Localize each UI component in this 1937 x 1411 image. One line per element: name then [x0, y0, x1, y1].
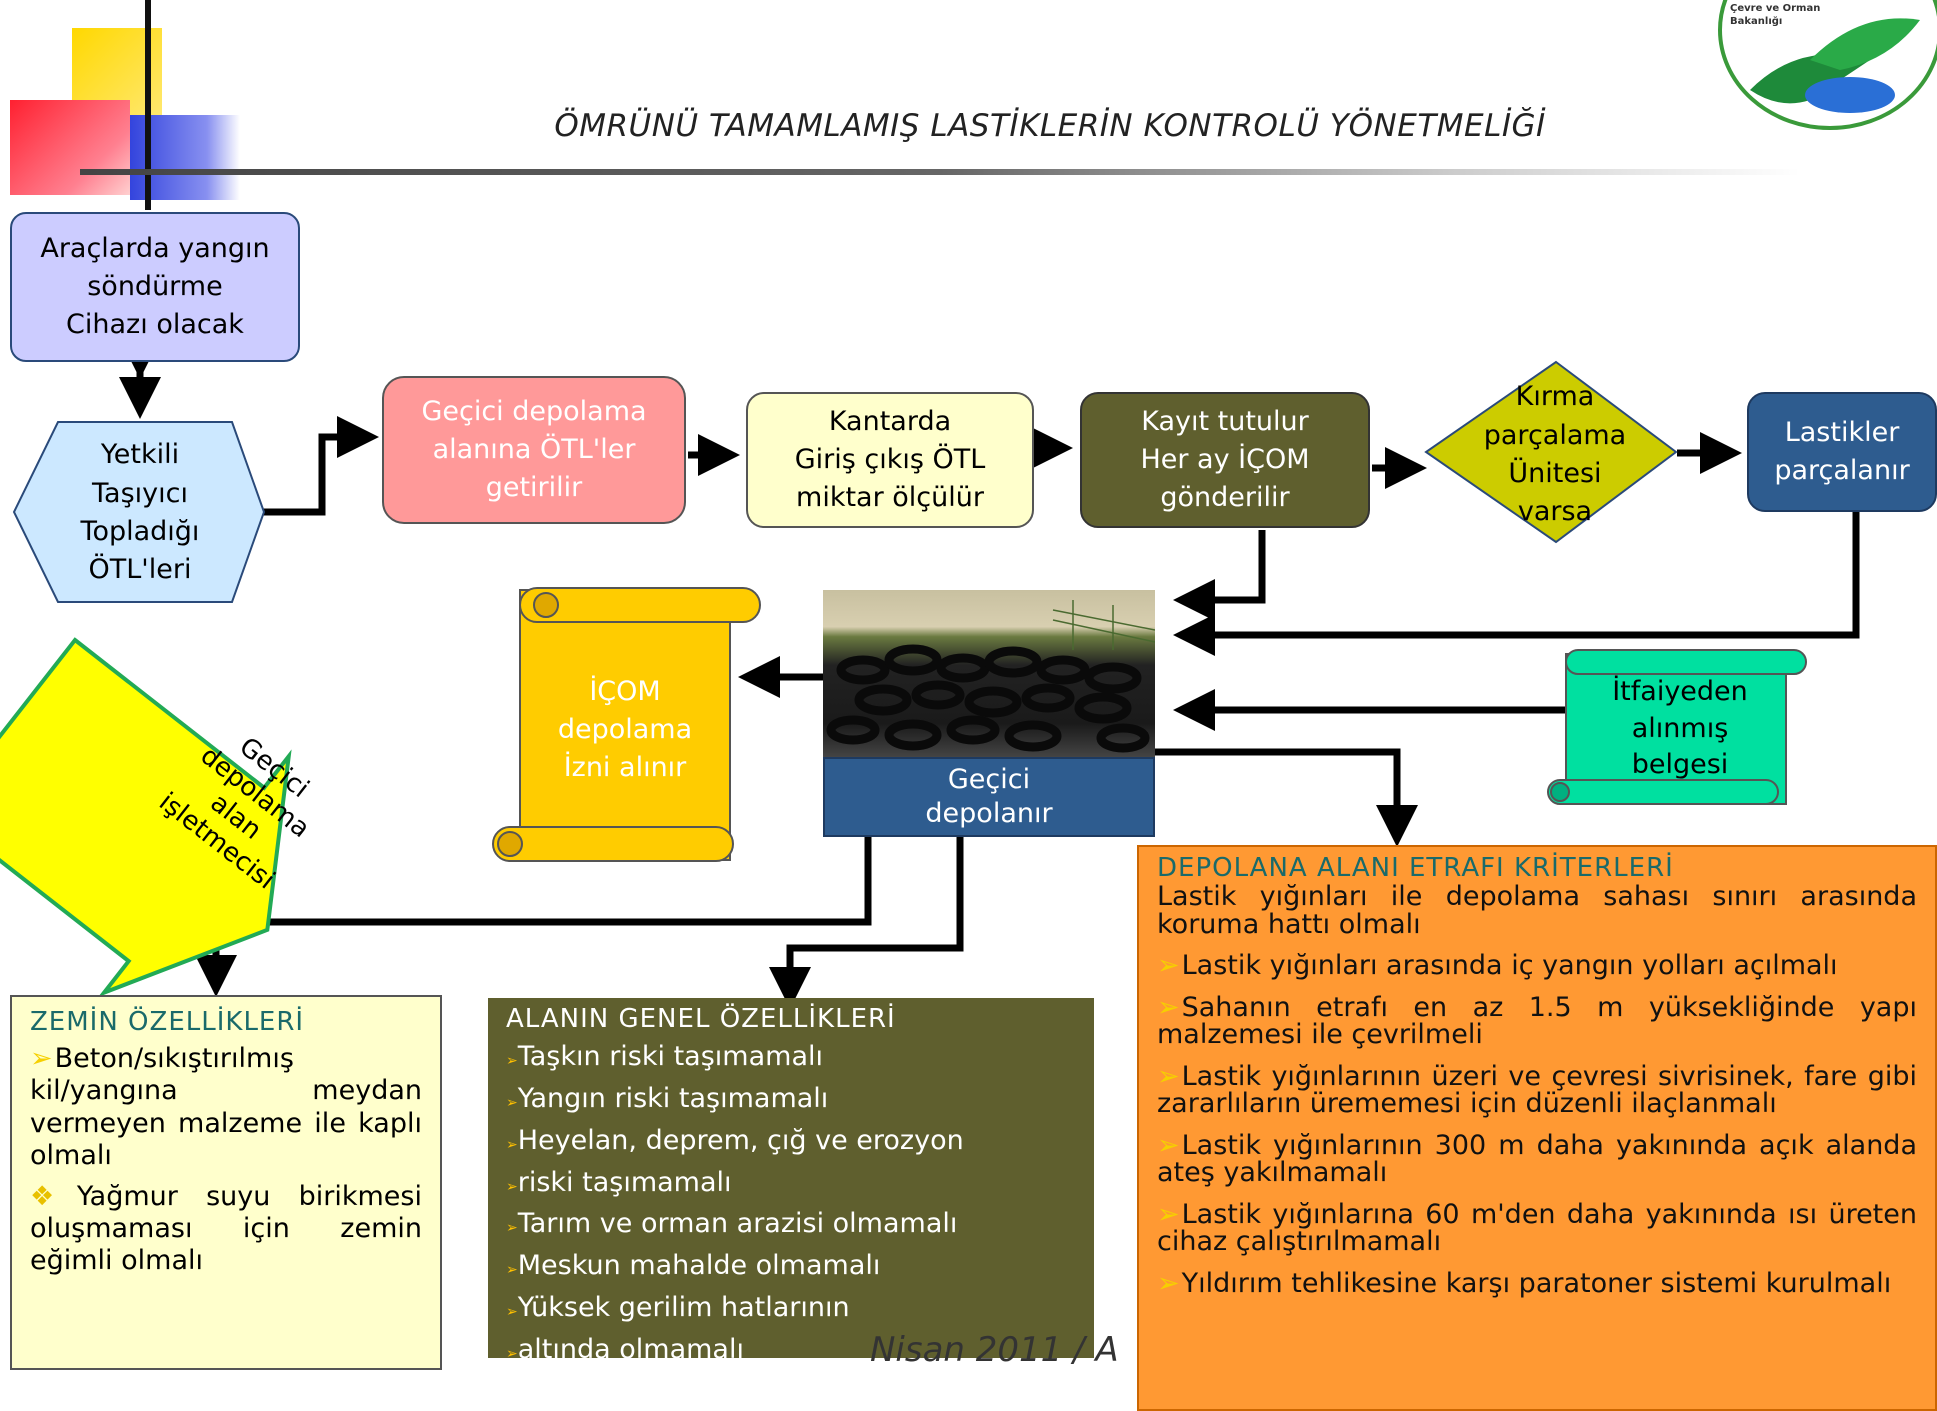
- surroundings-items: Lastik yığınları ile depolama sahası sın…: [1157, 883, 1917, 1297]
- surroundings-item: ➢Sahanın etrafı en az 1.5 m yüksekliğind…: [1157, 991, 1917, 1051]
- logo-text: Çevre ve Orman Bakanlığı: [1730, 2, 1820, 28]
- corner-vertical-line: [145, 0, 151, 210]
- arrow-bullet-icon: ➢: [1157, 1267, 1180, 1299]
- tires-shredded-box: Lastikler parçalanır: [1747, 392, 1937, 512]
- general-item: ➢Taşkın riski taşımamalı: [506, 1036, 1076, 1078]
- surroundings-item-text: Lastik yığınlarına 60 m'den daha yakının…: [1157, 1198, 1917, 1258]
- arrow-bullet-icon: ➢: [1157, 1198, 1180, 1230]
- general-item-text: Yüksek gerilim hatlarının: [517, 1292, 850, 1324]
- general-item-text: altında olmamalı: [517, 1333, 744, 1365]
- title-underline: [80, 169, 1800, 175]
- general-item-text: Tarım ve orman arazisi olmamalı: [517, 1208, 958, 1240]
- arrow-bullet-icon: ➢: [506, 1136, 518, 1153]
- surroundings-item: ➢Yıldırım tehlikesine karşı paratoner si…: [1157, 1270, 1917, 1298]
- ground-item-2-text: Yağmur suyu birikmesi oluşmaması için ze…: [30, 1180, 422, 1277]
- tire-pile-photo: [823, 590, 1155, 757]
- general-item: ➢Heyelan, deprem, çığ ve erozyon: [506, 1120, 1076, 1162]
- connector-photo-criteria: [1155, 748, 1418, 847]
- arrow-bullet-icon: ➢: [506, 1262, 518, 1279]
- corner-red-square: [10, 100, 130, 195]
- stored-temporarily-box: Geçici depolanır: [823, 757, 1155, 837]
- general-item: ➢Yangın riski taşımamalı: [506, 1078, 1076, 1120]
- tire-pile-icon: [826, 600, 1155, 753]
- general-item-text: Taşkın riski taşımamalı: [517, 1041, 823, 1072]
- corner-decoration: [0, 0, 260, 210]
- general-item: ➢riski taşımamalı: [506, 1162, 1076, 1204]
- ministry-logo: Çevre ve Orman Bakanlığı: [1690, 0, 1937, 130]
- arrow-bullet-icon: ➢: [30, 1043, 53, 1074]
- connector-storage-general: [769, 837, 964, 1009]
- general-item: ➢Yüksek gerilim hatlarının: [506, 1287, 1076, 1329]
- general-item-text: Meskun mahalde olmamalı: [517, 1250, 881, 1282]
- general-item: ➢Meskun mahalde olmamalı: [506, 1245, 1076, 1287]
- surroundings-item-text: Sahanın etrafı en az 1.5 m yüksekliğinde…: [1157, 991, 1917, 1051]
- general-panel: ALANIN GENEL ÖZELLİKLERİ ➢Taşkın riski t…: [488, 998, 1094, 1365]
- shredding-unit-label: Kırma parçalama Ünitesi varsa: [1483, 381, 1627, 528]
- operator-arrow-group: [0, 637, 292, 998]
- fire-extinguisher-box: Araçlarda yangın söndürme Cihazı olacak: [10, 212, 300, 362]
- general-item-text: Heyelan, deprem, çığ ve erozyon: [517, 1124, 964, 1156]
- surroundings-item: Lastik yığınları ile depolama sahası sın…: [1157, 883, 1917, 938]
- carrier-label: Yetkili Taşıyıcı Topladığı ÖTL'leri: [80, 439, 200, 586]
- arrow-bullet-icon: ➢: [1157, 1129, 1180, 1161]
- general-item-text: Yangın riski taşımamalı: [517, 1082, 829, 1114]
- arrow-bullet-icon: ➢: [506, 1345, 518, 1362]
- arrow-bullet-icon: ➢: [506, 1094, 518, 1111]
- ground-panel: ZEMİN ÖZELLİKLERİ ➢Beton/sıkıştırılmış k…: [10, 995, 442, 1370]
- arrow-bullet-icon: ➢: [506, 1053, 518, 1069]
- page-title: ÖMRÜNÜ TAMAMLAMIŞ LASTİKLERİN KONTROLÜ Y…: [554, 108, 1546, 144]
- surroundings-panel: DEPOLANA ALANI ETRAFI KRİTERLERİ Lastik …: [1137, 845, 1937, 1411]
- surroundings-item-text: Yıldırım tehlikesine karşı paratoner sis…: [1181, 1267, 1892, 1299]
- records-box: Kayıt tutulur Her ay İÇOM gönderilir: [1080, 392, 1370, 528]
- surroundings-item-text: Lastik yığınlarının üzeri ve çevresi siv…: [1157, 1060, 1917, 1120]
- logo-text-line2: Bakanlığı: [1730, 16, 1783, 27]
- arrow-bullet-icon: ➢: [506, 1178, 518, 1195]
- connector-tires-photo: [1173, 512, 1860, 656]
- connector-storage-ground: [195, 837, 872, 997]
- footer-date: Nisan 2011 / A: [870, 1330, 1119, 1370]
- surroundings-item-text: Lastik yığınlarının 300 m daha yakınında…: [1157, 1129, 1917, 1189]
- certificate-scroll-icon: [1547, 649, 1807, 805]
- arrow-bullet-icon: ➢: [506, 1220, 518, 1237]
- surroundings-item: ➢Lastik yığınlarına 60 m'den daha yakını…: [1157, 1201, 1917, 1256]
- carrier-hexagon: [12, 421, 266, 603]
- connector-records-photo: [1173, 530, 1266, 621]
- surroundings-item: ➢Lastik yığınlarının 300 m daha yakınınd…: [1157, 1129, 1917, 1189]
- permit-scroll-icon: [492, 587, 761, 862]
- temp-storage-area-box: Geçici depolama alanına ÖTL'ler getirili…: [382, 376, 686, 524]
- operator-arrow-icon: [0, 637, 292, 998]
- logo-emblem-icon: [1718, 0, 1937, 130]
- general-item: ➢altında olmamalı: [506, 1329, 1076, 1371]
- general-item: ➢Tarım ve orman arazisi olmamalı: [506, 1203, 1076, 1245]
- ground-item-1: ➢Beton/sıkıştırılmış kil/yangına meydan …: [30, 1043, 422, 1173]
- surroundings-item-text: Lastik yığınları arasında iç yangın yoll…: [1181, 950, 1838, 982]
- arrow-bullet-icon: ➢: [1157, 950, 1180, 982]
- surroundings-item: ➢Lastik yığınlarının üzeri ve çevresi si…: [1157, 1060, 1917, 1120]
- general-items: ➢Taşkın riski taşımamalı ➢Yangın riski t…: [506, 1036, 1076, 1371]
- weighbridge-box: Kantarda Giriş çıkış ÖTL miktar ölçülür: [746, 392, 1034, 528]
- surroundings-item: ➢Lastik yığınları arasında iç yangın yol…: [1157, 952, 1917, 980]
- ground-item-1-text: Beton/sıkıştırılmış kil/yangına meydan v…: [30, 1043, 422, 1172]
- arrow-bullet-icon: ➢: [1157, 991, 1180, 1023]
- connector-carrier-storage: [262, 416, 379, 516]
- fire-dept-certificate-text: İtfaiyeden alınmış belgesi: [1612, 676, 1748, 781]
- general-panel-heading: ALANIN GENEL ÖZELLİKLERİ: [506, 1004, 896, 1034]
- ground-item-2: ❖Yağmur suyu birikmesi oluşmaması için z…: [30, 1181, 422, 1278]
- surroundings-item-text: Lastik yığınları ile depolama sahası sın…: [1157, 881, 1917, 940]
- ground-panel-heading: ZEMİN ÖZELLİKLERİ: [30, 1007, 305, 1037]
- general-item-text: riski taşımamalı: [517, 1166, 732, 1198]
- arrow-bullet-icon: ➢: [506, 1304, 518, 1321]
- diamond-bullet-icon: ❖: [30, 1180, 74, 1212]
- arrow-bullet-icon: ➢: [1157, 1060, 1180, 1092]
- icom-permit-text: İÇOM depolama İzni alınır: [557, 675, 693, 784]
- shredder-diamond: [1424, 360, 1678, 544]
- surroundings-panel-heading: DEPOLANA ALANI ETRAFI KRİTERLERİ: [1157, 853, 1674, 883]
- logo-text-line1: Çevre ve Orman: [1730, 3, 1821, 14]
